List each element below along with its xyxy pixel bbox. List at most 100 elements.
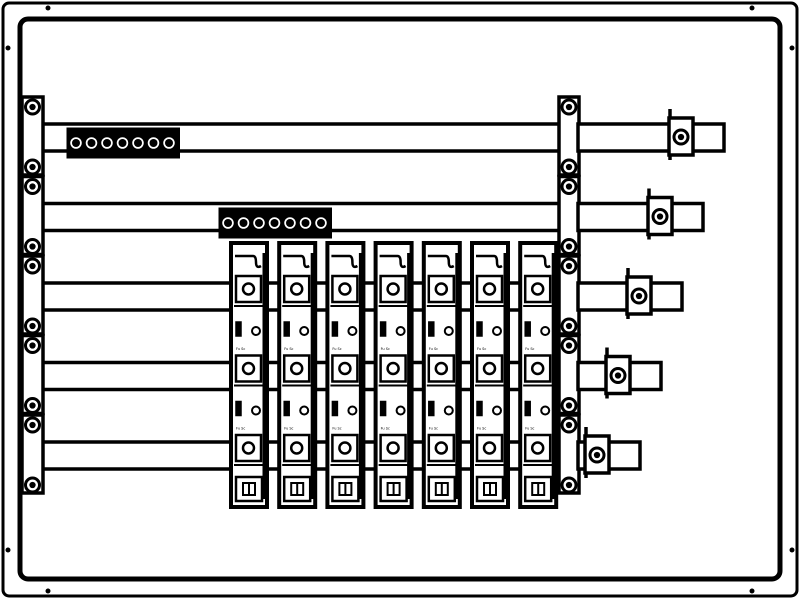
frame-mount-hole bbox=[749, 5, 755, 11]
screw-center bbox=[29, 103, 36, 111]
screw-center bbox=[565, 163, 573, 171]
rail-segment bbox=[557, 95, 581, 177]
fuse-contact bbox=[475, 274, 504, 304]
screw-center bbox=[565, 481, 573, 489]
fuse-test-point bbox=[492, 405, 502, 416]
fuse-body-label: Fu Sc bbox=[332, 347, 341, 351]
screw-center bbox=[29, 183, 36, 190]
fuse-indicator bbox=[379, 400, 387, 417]
rail-segment bbox=[557, 254, 581, 336]
fuse-contact bbox=[282, 354, 311, 383]
screw-center bbox=[677, 133, 685, 141]
terminal-screw bbox=[255, 219, 263, 227]
busbar-clamp bbox=[646, 188, 674, 240]
fuse-contact bbox=[234, 433, 263, 463]
fuse-base-terminal bbox=[234, 475, 264, 503]
fuse-body-label: Fu Sc bbox=[525, 347, 534, 351]
screw-center bbox=[29, 243, 36, 250]
fuse-contact-hole bbox=[434, 361, 449, 376]
fuse-body-label: Fu Sc bbox=[429, 427, 438, 431]
fuse-top-hook bbox=[331, 254, 359, 269]
fuse-contact bbox=[379, 433, 407, 463]
busbar bbox=[43, 201, 705, 233]
fuse-contact-hole bbox=[289, 441, 304, 455]
rail-screw bbox=[560, 98, 578, 116]
clamp-screw bbox=[630, 287, 648, 305]
frame-mount-hole bbox=[749, 588, 755, 594]
fuse-contact-hole bbox=[482, 361, 497, 376]
fuse-top-hook bbox=[235, 254, 262, 269]
fuse-contact bbox=[331, 354, 359, 383]
rail-segment bbox=[20, 333, 45, 416]
rail-screw bbox=[24, 317, 41, 335]
screw-center bbox=[656, 213, 664, 220]
fuse-body-label: Fu Sc bbox=[381, 347, 390, 351]
fuse-test-point bbox=[347, 405, 358, 416]
inner-border bbox=[17, 16, 783, 582]
fuse-top-hook bbox=[283, 254, 310, 269]
screw-center bbox=[29, 322, 36, 330]
fuse-indicator bbox=[235, 321, 242, 337]
fuse-body-label: Fu Sc bbox=[236, 427, 245, 431]
fuse-contact bbox=[379, 274, 407, 304]
fuse-body-label: Fu Sc bbox=[381, 427, 390, 431]
fuse-contact bbox=[523, 354, 552, 383]
fuse-contact bbox=[523, 433, 552, 463]
right-mounting-rail bbox=[557, 95, 581, 495]
terminal-screw bbox=[103, 139, 111, 147]
terminal-screw bbox=[165, 139, 173, 147]
fuse-contact-hole bbox=[338, 441, 352, 455]
fuse-contact-hole bbox=[386, 282, 400, 296]
fuse-contact-hole bbox=[386, 441, 400, 455]
fuse-body-label: Fu Sc bbox=[477, 427, 486, 431]
fuse-test-point bbox=[347, 326, 358, 336]
rail-segment bbox=[20, 174, 45, 257]
fuse-contact-hole bbox=[241, 441, 256, 455]
fuse-indicator bbox=[235, 400, 242, 417]
fuse-indicator bbox=[428, 321, 435, 337]
fuse-contact-hole bbox=[338, 282, 352, 296]
fuse-indicator bbox=[476, 321, 483, 337]
fuse-contact-hole bbox=[530, 282, 545, 296]
fuse-test-point bbox=[299, 326, 310, 336]
terminal-screw bbox=[149, 139, 158, 147]
fuse-contact bbox=[331, 433, 359, 463]
fuse-contact bbox=[234, 274, 263, 304]
terminal-screw bbox=[301, 219, 310, 227]
clamp-screw bbox=[588, 446, 606, 464]
rail-segment bbox=[557, 174, 581, 257]
fuse-contact bbox=[234, 354, 263, 383]
frame-mount-hole bbox=[45, 588, 51, 594]
rail-screw bbox=[560, 317, 578, 335]
frame-mount-hole bbox=[5, 547, 11, 553]
frame-mount-hole bbox=[45, 5, 51, 11]
screw-center bbox=[29, 402, 36, 409]
fuse-indicator bbox=[283, 400, 290, 417]
fuse-indicator bbox=[379, 321, 387, 337]
fuse-indicator bbox=[524, 400, 531, 417]
screw-center bbox=[593, 451, 601, 459]
clamp-screw bbox=[672, 128, 690, 146]
fuse-body-label: Fu Sc bbox=[284, 347, 293, 351]
fuse-contact-hole bbox=[241, 282, 256, 296]
rail-screw bbox=[560, 416, 578, 434]
fuse-contact-hole bbox=[386, 361, 400, 376]
fuse-test-point bbox=[492, 326, 502, 336]
fuse-base-terminal bbox=[523, 475, 553, 503]
rail-segment bbox=[20, 95, 45, 177]
rail-screw bbox=[24, 158, 41, 176]
rail-screw bbox=[560, 397, 578, 414]
fuse-contact bbox=[427, 433, 456, 463]
screw-center bbox=[614, 372, 622, 379]
rail-segment bbox=[20, 413, 45, 495]
clamp-screw bbox=[651, 208, 669, 225]
rail-segment bbox=[20, 254, 45, 336]
fuse-contact-hole bbox=[289, 282, 304, 296]
